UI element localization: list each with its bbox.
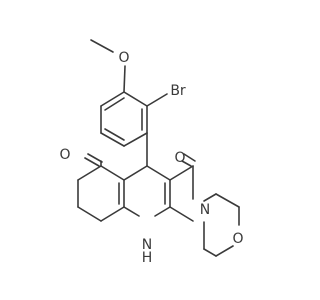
bond-camide-o-a [181,160,192,167]
bond-c5-o-ketone-a [84,157,100,167]
structure-canvas: O Br O O N O N H [59,39,244,266]
bond-m1-m2 [215,193,240,208]
atom-label-nh-n: N [142,237,152,253]
bond-n-m1 [203,193,217,202]
atom-label-morpholine-n: N [200,202,210,218]
bond-methyl-o [90,39,114,53]
bond-ar1-ar2 [123,91,148,107]
atom-label-methoxy-o: O [118,50,129,66]
bond-n1-c8a [123,206,140,217]
bond-c2-methyl [169,206,194,222]
bond-o-m3 [215,245,234,257]
bond-c3-camide [169,165,194,181]
bond-c8-c8a [100,206,125,222]
molecule-diagram: O Br O O N O N H [59,39,244,266]
atom-label-amide-o: O [174,150,185,166]
bond-c4a-c5 [100,165,125,181]
atom-label-nh-h: H [142,250,153,266]
bond-ar6-ar1 [100,91,125,107]
bond-c5-o-ketone-b [87,153,103,163]
bond-ar3-ar4 [123,132,148,147]
bond-ar2-br [146,93,168,107]
bond-c5-c6 [77,165,102,181]
bond-o-aryl [123,65,126,93]
bond-c4-c4a [123,165,148,181]
bond-c4-c3 [146,165,171,181]
atom-label-morpholine-o: O [232,231,243,247]
bond-camide-o-b [183,153,196,162]
atom-label-br: Br [170,83,186,99]
bond-c7-c8 [77,206,102,222]
bond-c2-n1 [154,206,171,217]
atom-label-ketone-o: O [59,147,70,163]
bond-ar4-ar5 [100,132,125,147]
bond-ar4-ar5-inner [104,128,125,141]
bond-ar6-ar1-inner [104,97,125,111]
bond-m3-m4 [203,248,217,257]
